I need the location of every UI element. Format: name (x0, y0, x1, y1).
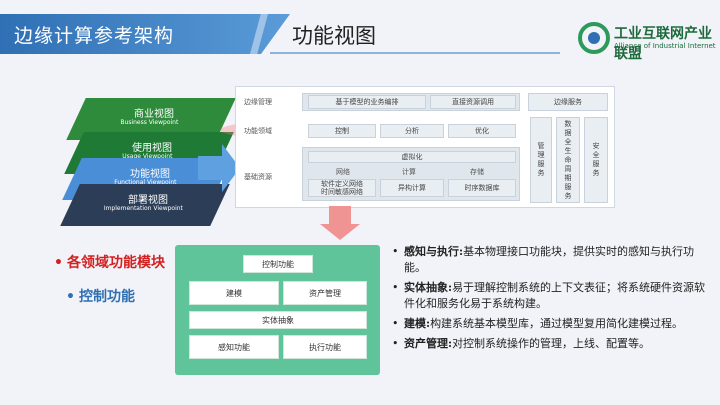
description-key: 感知与执行: (404, 245, 464, 258)
viewpoint-label-en: Implementation Viewpoint (103, 205, 183, 212)
virtualization-box: 虚拟化 (308, 151, 516, 163)
mgmt-box: 基于模型的业务编排 (308, 95, 426, 109)
section-banner (0, 14, 290, 54)
control-function-diagram: 控制功能 建模 资产管理 实体抽象 感知功能 执行功能 (175, 245, 380, 375)
entity-abstraction-box: 实体抽象 (189, 311, 367, 329)
logo-text-cn: 工业互联网产业联盟 (614, 26, 712, 62)
service-column: 数据全生命周期服务 (556, 117, 580, 203)
title-underline (270, 52, 560, 54)
logo-text-en: Alliance of Industrial Internet (614, 42, 716, 50)
description-text: 对控制系统操作的管理，上线、配置等。 (452, 337, 651, 350)
bullet-dot-icon: • (66, 289, 75, 305)
resource-box: 时序数据库 (448, 179, 516, 197)
resource-title: 存储 (470, 168, 484, 176)
bullet-dot-icon: • (54, 255, 63, 271)
resource-box: 软件定义网络 时间敏感网络 (308, 179, 376, 197)
edge-services-box: 边缘服务 (528, 93, 608, 111)
row-label-domains: 功能领域 (244, 127, 272, 135)
modeling-box: 建模 (189, 281, 279, 305)
description-key: 资产管理: (404, 337, 453, 350)
mgmt-box: 直接资源调用 (430, 95, 516, 109)
down-arrow-shaft (329, 206, 351, 226)
description-key: 实体抽象: (404, 281, 453, 294)
service-column: 管理服务 (530, 117, 552, 203)
description-key: 建模: (404, 317, 431, 330)
alliance-logo-icon (578, 22, 610, 54)
domain-box: 分析 (380, 124, 444, 138)
viewpoint-label: 商业视图 (134, 109, 175, 120)
description-item: 感知与执行:基本物理接口功能块，提供实时的感知与执行功能。 (392, 244, 707, 276)
viewpoint-label: 部署视图 (128, 195, 169, 206)
viewpoint-label: 使用视图 (132, 143, 173, 154)
description-item: 资产管理:对控制系统操作的管理，上线、配置等。 (392, 336, 707, 352)
bullet-text: 各领域功能模块 (66, 255, 165, 271)
control-top-box: 控制功能 (243, 255, 313, 273)
bullet-domain-modules: •各领域功能模块 (54, 252, 165, 272)
section-title: 边缘计算参考架构 (14, 25, 175, 47)
right-arrow-shaft (198, 156, 226, 180)
asset-management-box: 资产管理 (283, 281, 367, 305)
description-list: 感知与执行:基本物理接口功能块，提供实时的感知与执行功能。 实体抽象:易于理解控… (392, 244, 707, 356)
viewpoint-label-en: Business Viewpoint (120, 119, 179, 126)
execution-box: 执行功能 (283, 335, 367, 359)
page-title: 功能视图 (292, 24, 376, 48)
description-item: 实体抽象:易于理解控制系统的上下文表征；将系统硬件资源软件化和服务化易于系统构建… (392, 280, 707, 312)
bullet-text: 控制功能 (78, 289, 135, 305)
sensing-box: 感知功能 (189, 335, 279, 359)
row-label-management: 边缘管理 (244, 98, 272, 106)
description-text: 构建系统基本模型库，通过模型复用简化建模过程。 (430, 317, 684, 330)
description-text: 易于理解控制系统的上下文表征；将系统硬件资源软件化和服务化易于系统构建。 (404, 281, 706, 310)
description-text: 基本物理接口功能块，提供实时的感知与执行功能。 (404, 245, 695, 274)
service-column: 安全服务 (584, 117, 608, 203)
description-item: 建模:构建系统基本模型库，通过模型复用简化建模过程。 (392, 316, 707, 332)
down-arrow-icon (320, 224, 360, 240)
resource-box: 异构计算 (380, 179, 444, 197)
architecture-diagram: 边缘管理 功能领域 基础资源 基于模型的业务编排 直接资源调用 控制 分析 优化… (235, 86, 615, 208)
domain-box: 优化 (448, 124, 516, 138)
resource-title: 网络 (336, 168, 350, 176)
bullet-control-function: •控制功能 (66, 286, 135, 306)
resource-title: 计算 (402, 168, 416, 176)
row-label-resources: 基础资源 (244, 173, 272, 181)
domain-box: 控制 (308, 124, 376, 138)
viewpoint-implementation: 部署视图 Implementation Viewpoint (60, 184, 230, 226)
